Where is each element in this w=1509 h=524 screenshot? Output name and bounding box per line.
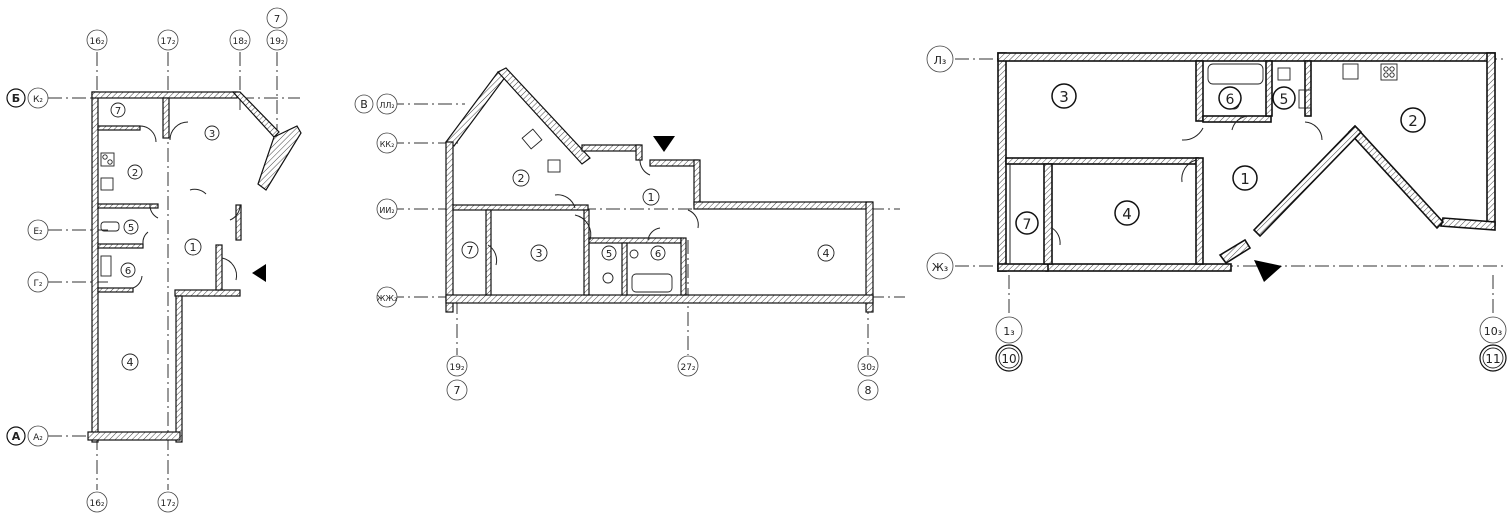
plan-2: 2 1 3 7 5 6 4 В ЛЛ₂ КК₂ ИИ₂ ЖЖ₂ 19₂ 7 27… xyxy=(354,67,905,401)
room-number: 1 xyxy=(1240,170,1250,188)
section-letter: Б xyxy=(12,92,20,105)
axis-tag: 8 xyxy=(865,384,872,397)
room-number: 6 xyxy=(1226,92,1235,108)
entrance-arrow-icon xyxy=(252,264,266,282)
room-number: 6 xyxy=(125,266,131,277)
plan-1-walls xyxy=(87,91,302,443)
plan-1-axis-tags-left: Б К₂ Е₂ Г₂ А А₂ xyxy=(6,87,49,447)
axis-tag: 10₃ xyxy=(1484,325,1502,338)
axis-tag: 19₂ xyxy=(449,363,464,373)
axis-tag: 19₂ xyxy=(269,37,284,47)
plan-2-walls xyxy=(445,67,874,313)
plan-1: 7 3 2 5 1 6 4 16₂ 17₂ 18₂ 19₂ 7 Б К₂ Е₂ … xyxy=(6,7,302,513)
room-number: 5 xyxy=(128,223,134,234)
axis-tag: ЛЛ₂ xyxy=(379,101,394,110)
room-number: 3 xyxy=(1059,88,1069,106)
section-letter: В xyxy=(360,98,368,111)
section-letter: А xyxy=(12,430,21,443)
axis-tag: 18₂ xyxy=(232,37,247,47)
axis-tag: КК₂ xyxy=(380,140,395,149)
axis-tag: Г₂ xyxy=(33,279,42,289)
room-number: 3 xyxy=(209,129,215,140)
plan-3: 3 6 5 2 1 4 7 Л₃ Ж₃ 1₃ 10 10₃ 11 xyxy=(926,45,1507,372)
axis-tag: ИИ₂ xyxy=(379,206,394,215)
axis-tag: ЖЖ₂ xyxy=(377,294,397,303)
room-number: 4 xyxy=(127,356,134,369)
room-number: 7 xyxy=(467,244,474,257)
room-number: 7 xyxy=(115,106,121,117)
axis-tag: 11 xyxy=(1485,352,1500,366)
axis-tag: 17₂ xyxy=(160,499,175,509)
axis-tag: 7 xyxy=(274,14,280,25)
plan-2-fixtures xyxy=(487,128,699,293)
entrance-arrow-icon xyxy=(1254,260,1282,282)
axis-tag: 7 xyxy=(454,384,461,397)
plan-1-axis-tags-bottom: 16₂ 17₂ xyxy=(86,491,179,513)
plan-3-axis-tags-bottom: 1₃ 10 10₃ 11 xyxy=(995,316,1507,372)
room-number: 6 xyxy=(655,249,661,260)
room-number: 2 xyxy=(518,172,525,185)
axis-tag: Е₂ xyxy=(33,227,43,237)
axis-tag: 16₂ xyxy=(89,499,104,509)
axis-tag: 17₂ xyxy=(160,37,175,47)
plan-3-room-labels: 3 6 5 2 1 4 7 xyxy=(1015,83,1426,235)
room-number: 7 xyxy=(1023,217,1032,233)
axis-tag: 30₂ xyxy=(860,363,875,373)
room-number: 1 xyxy=(648,191,655,204)
plan-2-room-labels: 2 1 3 7 5 6 4 xyxy=(461,169,835,262)
plan-1-axis-tags-top: 16₂ 17₂ 18₂ 19₂ 7 xyxy=(86,7,288,51)
room-number: 5 xyxy=(1280,92,1289,108)
axis-tag: Л₃ xyxy=(934,54,947,67)
plan-1-fixtures xyxy=(100,121,266,289)
room-number: 4 xyxy=(823,247,830,260)
plan-2-grid-lines xyxy=(390,103,905,355)
plan-3-axis-tags-left: Л₃ Ж₃ xyxy=(926,45,954,280)
axis-tag: 1₃ xyxy=(1003,325,1014,338)
entrance-arrow-icon xyxy=(653,136,675,152)
plan-2-axis-tags-bottom: 19₂ 7 27₂ 30₂ 8 xyxy=(446,355,879,401)
plan-2-axis-tags-left: В ЛЛ₂ КК₂ ИИ₂ ЖЖ₂ xyxy=(354,93,398,308)
axis-tag: 27₂ xyxy=(680,363,695,373)
room-number: 3 xyxy=(536,247,543,260)
room-number: 1 xyxy=(190,241,197,254)
room-number: 2 xyxy=(132,168,138,179)
axis-tag: Ж₃ xyxy=(932,261,948,274)
plan-3-walls xyxy=(997,52,1496,272)
plan-3-fixtures xyxy=(1009,63,1398,282)
axis-tag: К₂ xyxy=(33,95,43,105)
axis-tag: 16₂ xyxy=(89,37,104,47)
room-number: 2 xyxy=(1408,112,1418,130)
plan-1-room-labels: 7 3 2 5 1 6 4 xyxy=(110,102,220,371)
room-number: 5 xyxy=(606,249,612,260)
axis-tag: А₂ xyxy=(33,433,43,443)
room-number: 4 xyxy=(1122,205,1132,223)
axis-tag: 10 xyxy=(1001,352,1016,366)
